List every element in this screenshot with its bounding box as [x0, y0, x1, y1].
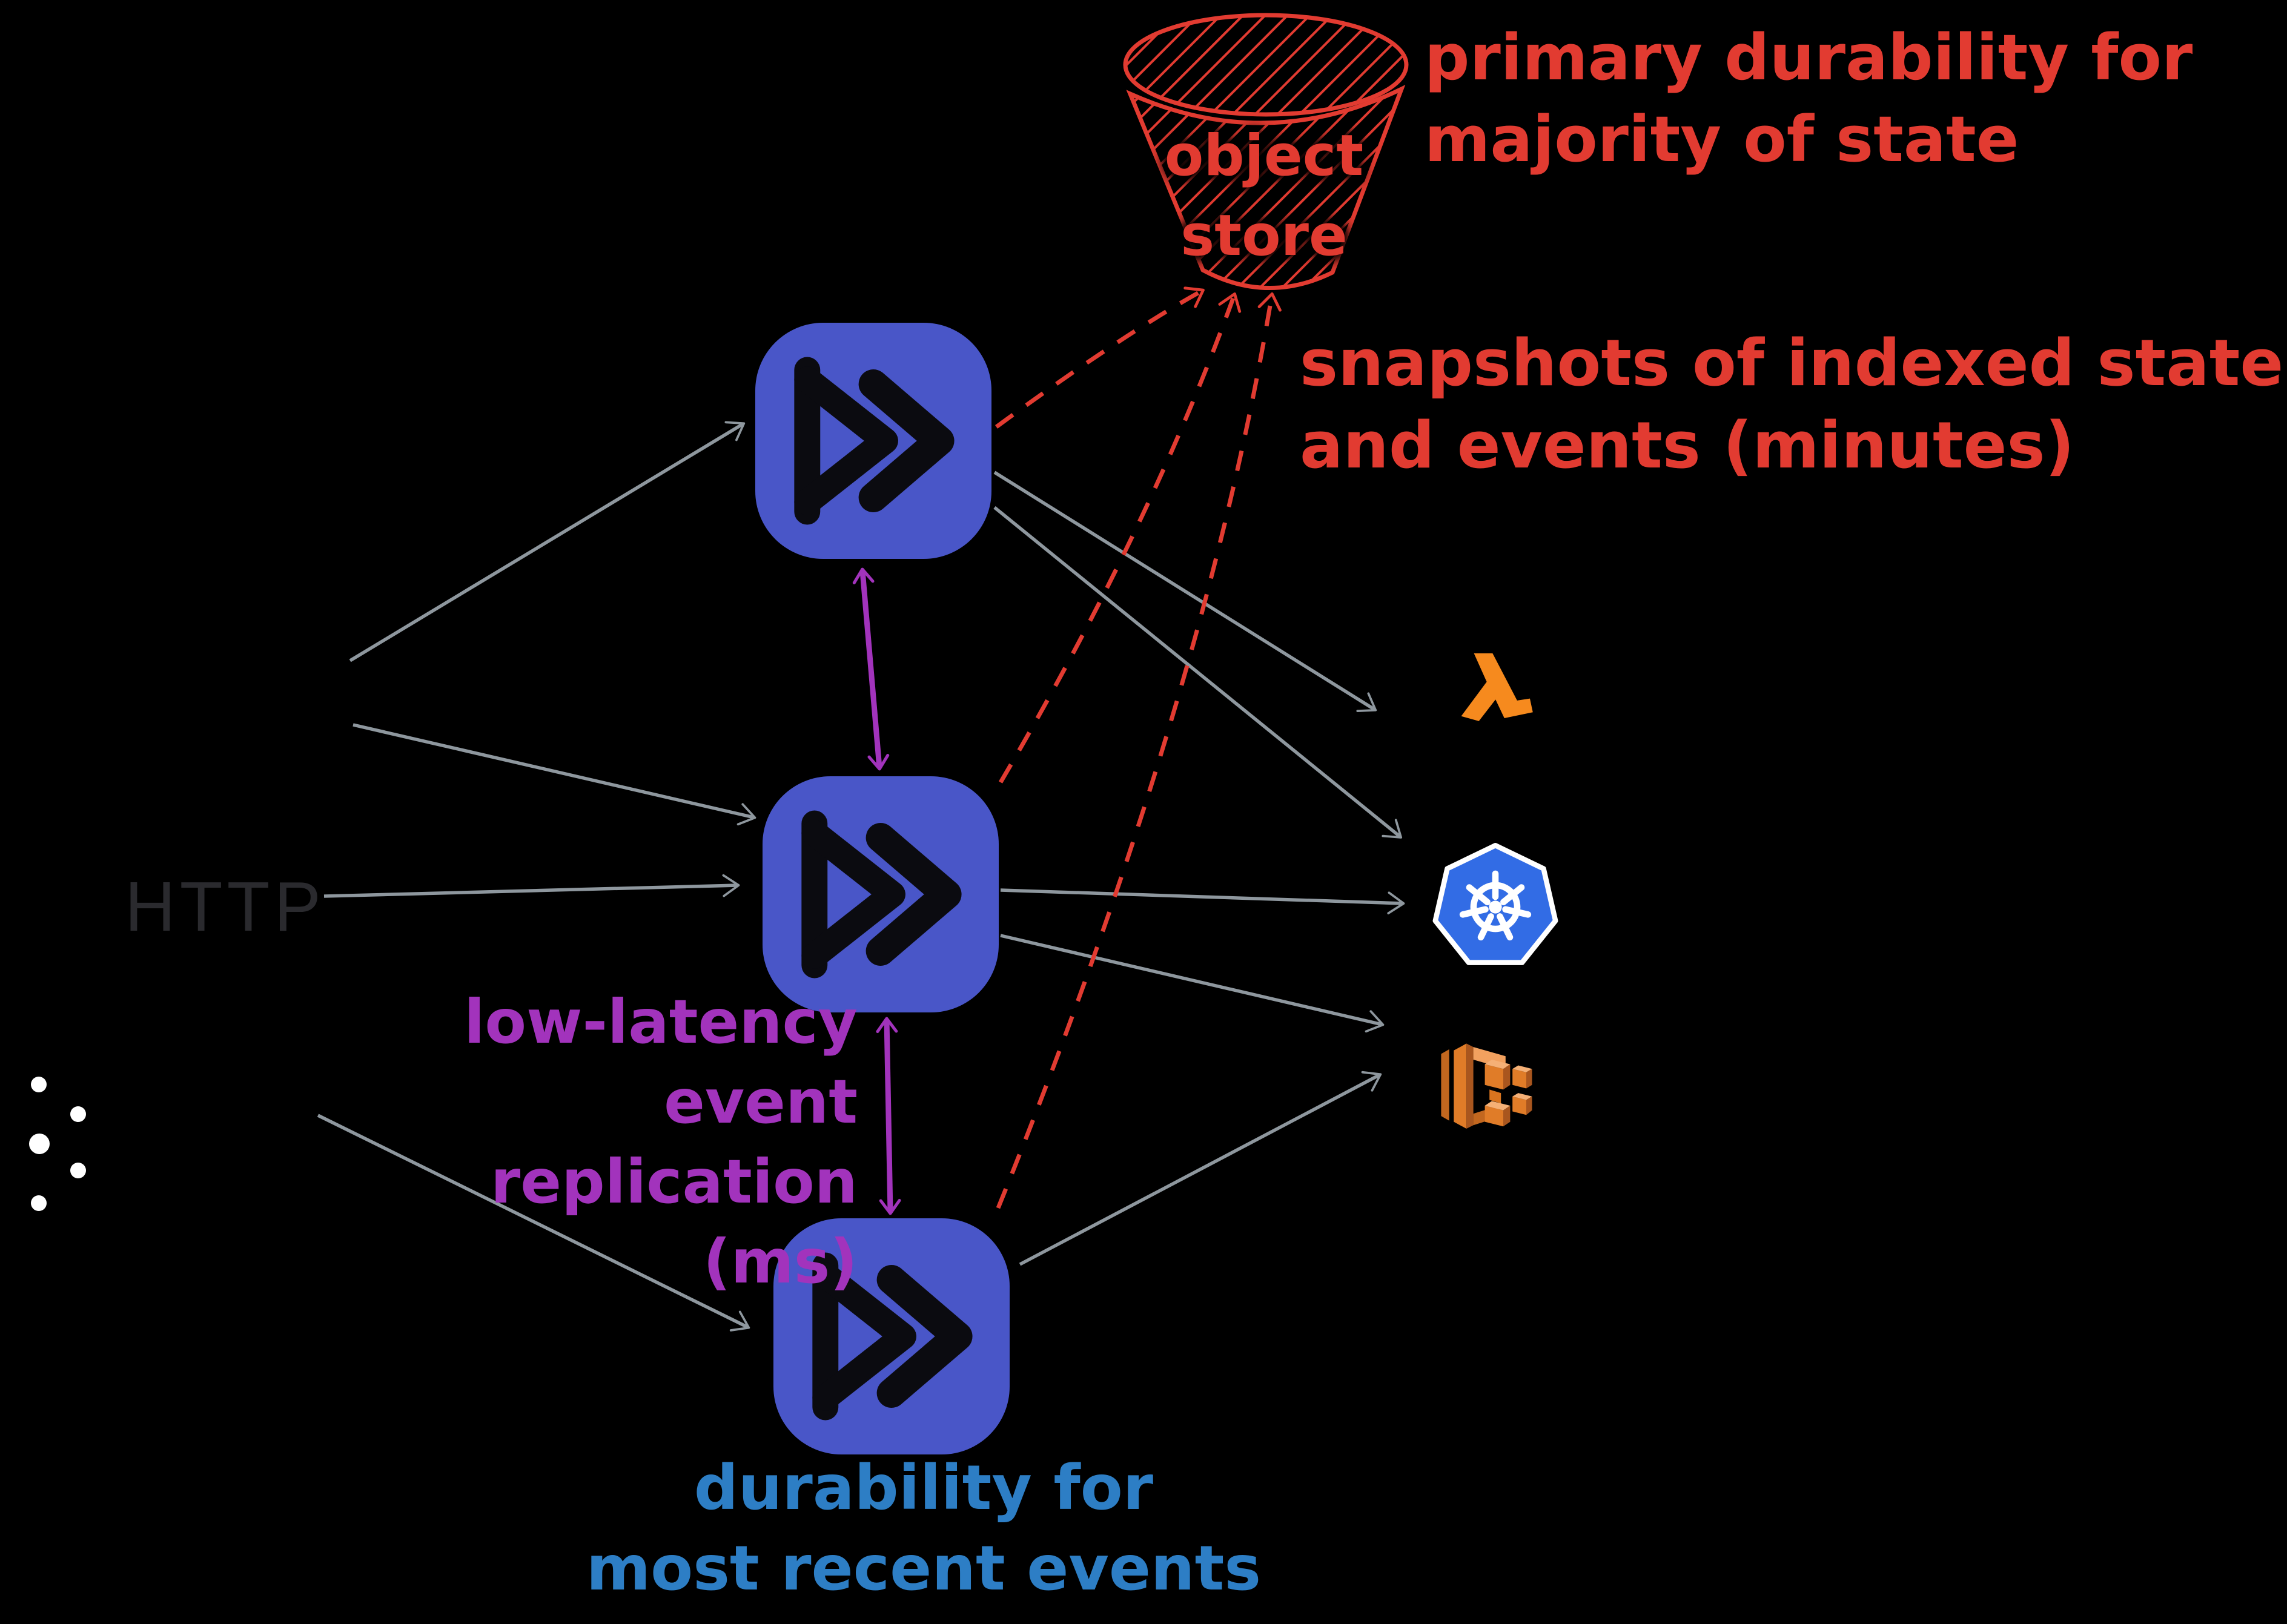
fast-forward-icon [801, 810, 962, 979]
replication-arrows [852, 567, 901, 1215]
restate-node-2 [763, 776, 999, 1012]
aws-lambda-icon [1461, 653, 1533, 721]
annotation-low-latency-replication: low-latency event replication (ms) [464, 986, 858, 1297]
annotation-primary-durability: primary durability for majority of state [1425, 21, 2193, 177]
arrow-node3-to-store [996, 292, 1282, 1209]
kubernetes-icon [1432, 843, 1558, 965]
object-store-icon [1123, 13, 1409, 290]
object-store-label: object store [1164, 123, 1364, 269]
arrow-http-to-node1 [349, 421, 746, 662]
arrow-node1-to-lambda [993, 470, 1377, 713]
arrow-replication-node1-node2 [852, 567, 890, 771]
restate-node-1 [755, 323, 991, 559]
arrow-replication-node2-node3 [876, 1017, 901, 1215]
arrow-node1-to-k8s [993, 506, 1403, 839]
arrow-http-to-node2-upper [352, 723, 756, 826]
fast-forward-icon [812, 1252, 973, 1421]
restate-node-3 [773, 1218, 1010, 1454]
arrow-node2-to-k8s [1000, 888, 1405, 915]
annotation-snapshots: snapshots of indexed state and events (m… [1300, 326, 2284, 483]
annotation-durability-recent-events: durability for most recent events [586, 1452, 1262, 1605]
arrow-node2-to-store [998, 292, 1242, 784]
invoke-arrows [993, 470, 1405, 1266]
arrow-node3-to-ecs [1019, 1071, 1382, 1266]
arrow-node2-to-ecs [1000, 934, 1385, 1033]
arrow-http-to-node3 [317, 1114, 750, 1332]
fast-forward-icon [794, 357, 955, 525]
http-label: HTTP [125, 867, 325, 946]
arrow-http-to-node2-lower [323, 874, 740, 898]
amazon-ecs-icon [1441, 1043, 1532, 1129]
http-ingress-arrows [317, 421, 756, 1332]
snapshot-arrows [995, 286, 1282, 1209]
request-dots [29, 1077, 86, 1211]
arrow-node1-to-store [995, 286, 1205, 429]
